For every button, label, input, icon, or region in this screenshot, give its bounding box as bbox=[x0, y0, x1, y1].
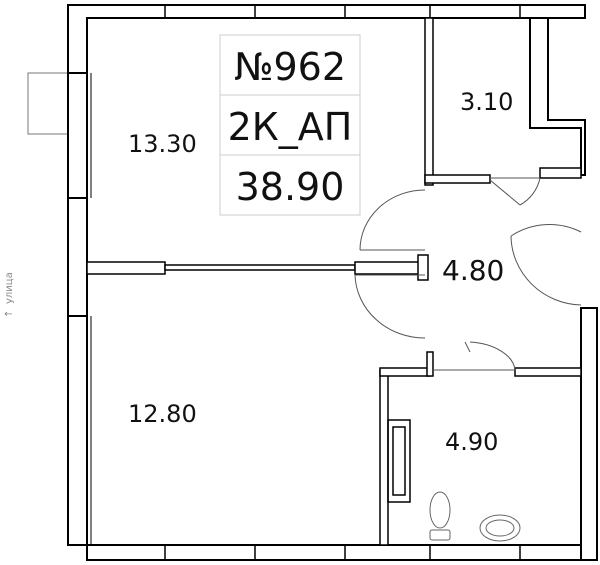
bathtub bbox=[387, 419, 411, 503]
total-area: 38.90 bbox=[236, 165, 345, 209]
apartment-number: №962 bbox=[234, 45, 346, 89]
room-area-hall: 4.80 bbox=[442, 254, 504, 287]
street-label: ↑ улица bbox=[4, 272, 15, 318]
title-box: №962 2К_АП 38.90 bbox=[219, 34, 361, 216]
outer-walls bbox=[67, 4, 598, 561]
room-area-storage: 3.10 bbox=[460, 88, 513, 116]
top-wall-ticks bbox=[164, 5, 521, 18]
bottom-wall-ticks bbox=[164, 545, 521, 560]
left-windows bbox=[86, 73, 92, 545]
apartment-type: 2К_АП bbox=[228, 105, 353, 149]
toilet-fixture bbox=[429, 491, 451, 541]
street-arrow-icon: ↑ bbox=[4, 310, 15, 318]
door-swings bbox=[354, 177, 582, 371]
room-area-bathroom: 4.90 bbox=[445, 428, 498, 456]
bay-window-outline bbox=[27, 72, 69, 135]
inner-walls bbox=[86, 17, 582, 546]
street-text: улица bbox=[4, 272, 15, 304]
room-area-living-1: 13.30 bbox=[128, 130, 197, 158]
sink-fixture bbox=[479, 514, 521, 542]
room-area-living-2: 12.80 bbox=[128, 400, 197, 428]
